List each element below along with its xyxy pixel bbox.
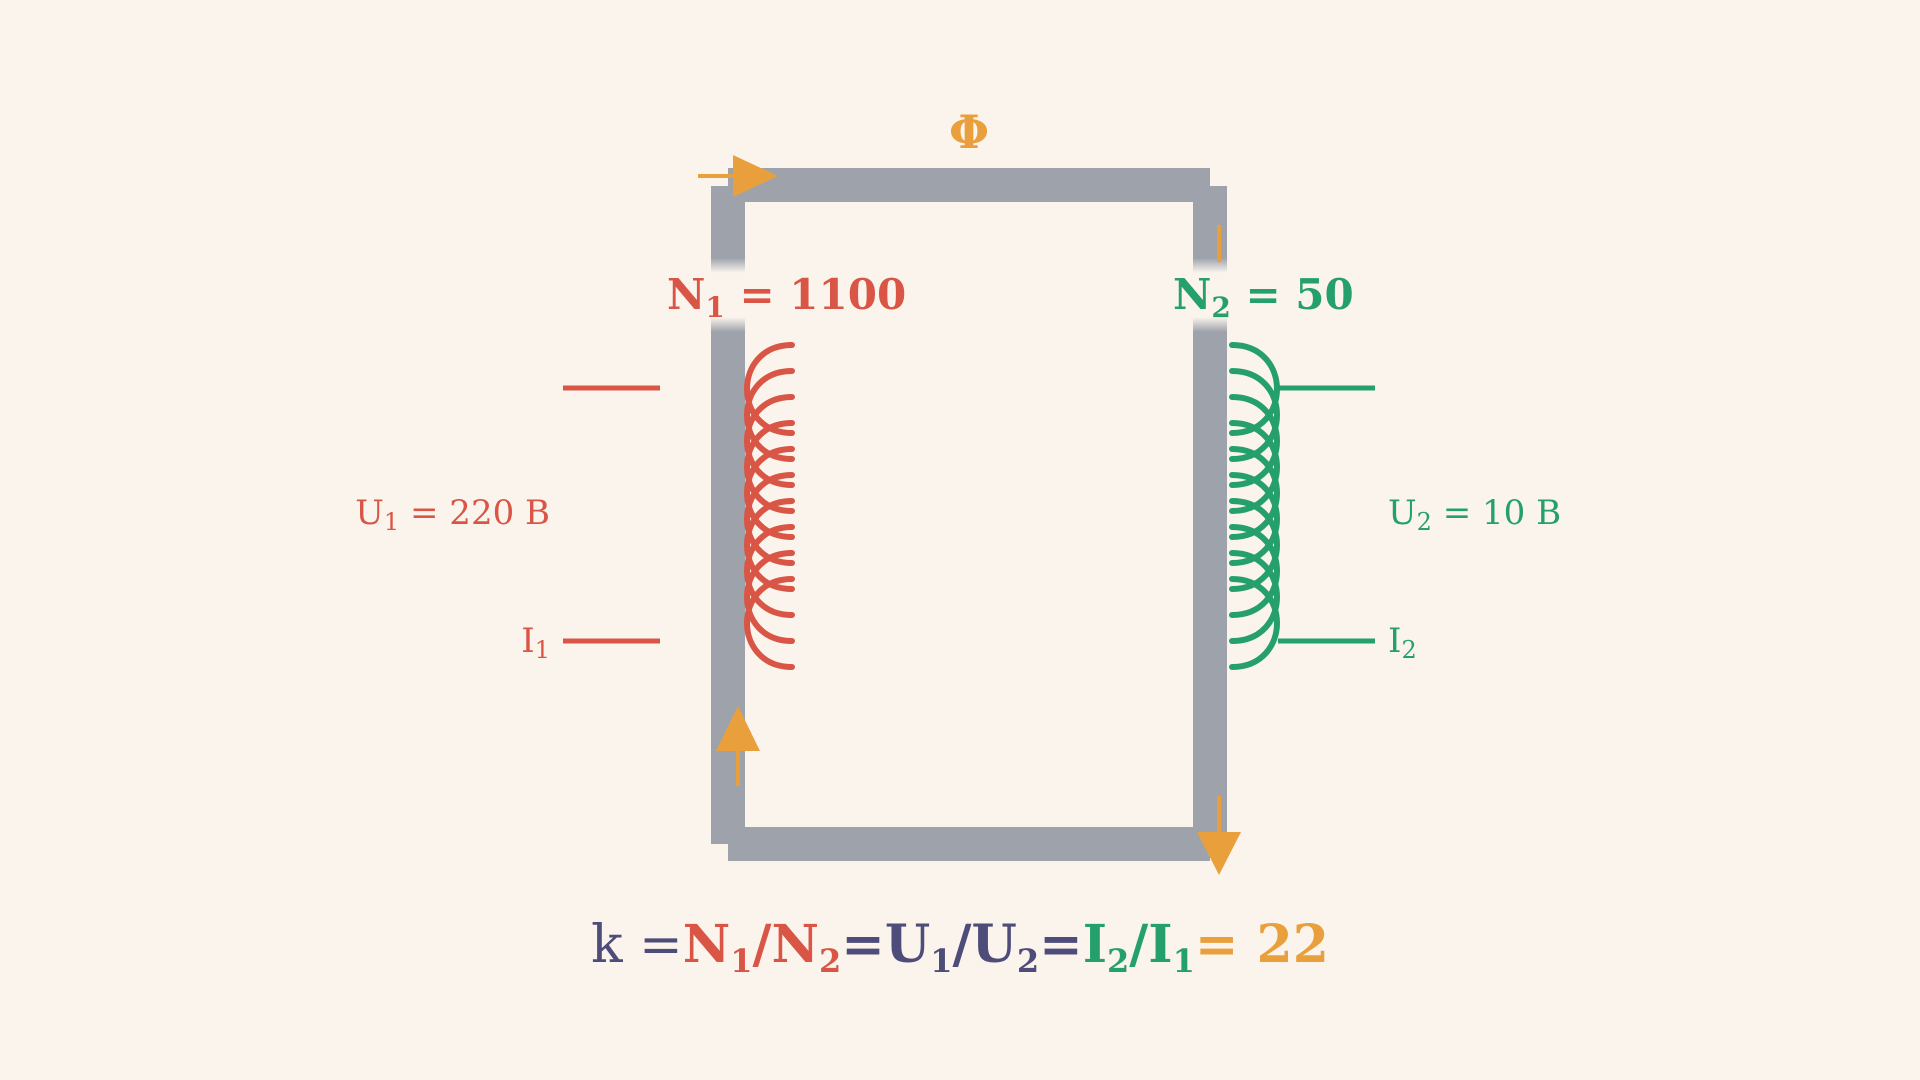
secondary-voltage-label: U2 = 10 В — [1388, 493, 1561, 536]
formula-n-slash: / — [752, 914, 772, 975]
formula-u1: U — [884, 914, 931, 975]
primary-voltage-subscript: 1 — [384, 508, 399, 536]
formula-i2: I — [1082, 914, 1108, 975]
primary-turns-symbol: N — [667, 270, 705, 319]
formula-n2: N — [771, 914, 820, 975]
formula-i-slash: / — [1129, 914, 1149, 975]
formula-n1: N — [682, 914, 731, 975]
transformation-ratio-formula: k =N1/N2=U1/U2=I2/I1= 22 — [0, 905, 1920, 991]
secondary-coil-turn — [1229, 576, 1280, 670]
formula-turns-ratio: N1/N2 — [682, 914, 842, 980]
secondary-voltage-subscript: 2 — [1417, 508, 1432, 536]
formula-k: k — [591, 915, 623, 975]
formula-i1-sub: 1 — [1172, 942, 1195, 980]
flux-arrow-top — [698, 155, 778, 197]
formula-i2-sub: 2 — [1107, 942, 1130, 980]
formula-equals-3: = — [1039, 914, 1083, 975]
secondary-coil — [1229, 342, 1280, 670]
core-gap-left — [705, 258, 751, 332]
secondary-coil-turn — [1229, 524, 1280, 618]
formula-n2-sub: 2 — [819, 942, 842, 980]
secondary-current-symbol: I — [1388, 621, 1401, 661]
flux-arrow-right — [1197, 225, 1241, 875]
formula-u1-sub: 1 — [930, 942, 953, 980]
primary-coil — [744, 342, 795, 670]
formula-i1: I — [1148, 914, 1173, 975]
secondary-turns-value: = 50 — [1231, 270, 1354, 319]
secondary-turns-label: N2 = 50 — [1173, 270, 1354, 324]
core-top — [728, 168, 1210, 202]
primary-turns-label: N1 = 1100 — [667, 270, 906, 324]
secondary-coil-turn — [1229, 550, 1280, 644]
formula-voltage-ratio: U1/U2 — [884, 914, 1039, 980]
primary-coil-turn — [744, 576, 795, 670]
primary-coil-turn — [744, 550, 795, 644]
core-bottom — [728, 827, 1210, 861]
secondary-current-subscript: 2 — [1401, 636, 1416, 664]
flux-symbol: Φ — [949, 105, 989, 159]
formula-equals-2: = — [841, 914, 885, 975]
primary-voltage-value: = 220 В — [399, 493, 550, 533]
primary-coil-turn — [744, 524, 795, 618]
formula-result: = 22 — [1194, 914, 1329, 975]
secondary-current-label: I2 — [1388, 621, 1417, 664]
formula-u-slash: / — [952, 914, 972, 975]
primary-current-symbol: I — [521, 621, 534, 661]
primary-current-label: I1 — [521, 621, 550, 664]
secondary-turns-subscript: 2 — [1211, 291, 1230, 324]
flux-arrow-left — [716, 706, 760, 786]
primary-voltage-label: U1 = 220 В — [355, 493, 550, 536]
formula-u2: U — [971, 914, 1017, 975]
magnetic-core — [705, 168, 1233, 861]
secondary-voltage-value: = 10 В — [1432, 493, 1561, 533]
primary-turns-value: = 1100 — [725, 270, 906, 319]
formula-equals-1: = — [622, 915, 683, 975]
formula-n1-sub: 1 — [730, 942, 753, 980]
secondary-voltage-symbol: U — [1388, 493, 1417, 533]
primary-current-subscript: 1 — [535, 636, 550, 664]
formula-current-ratio: I2/I1 — [1082, 914, 1195, 980]
formula-u2-sub: 2 — [1016, 942, 1040, 980]
core-gap-right — [1187, 258, 1233, 332]
primary-turns-subscript: 1 — [705, 291, 724, 324]
primary-voltage-symbol: U — [355, 493, 384, 533]
secondary-turns-symbol: N — [1173, 270, 1211, 319]
